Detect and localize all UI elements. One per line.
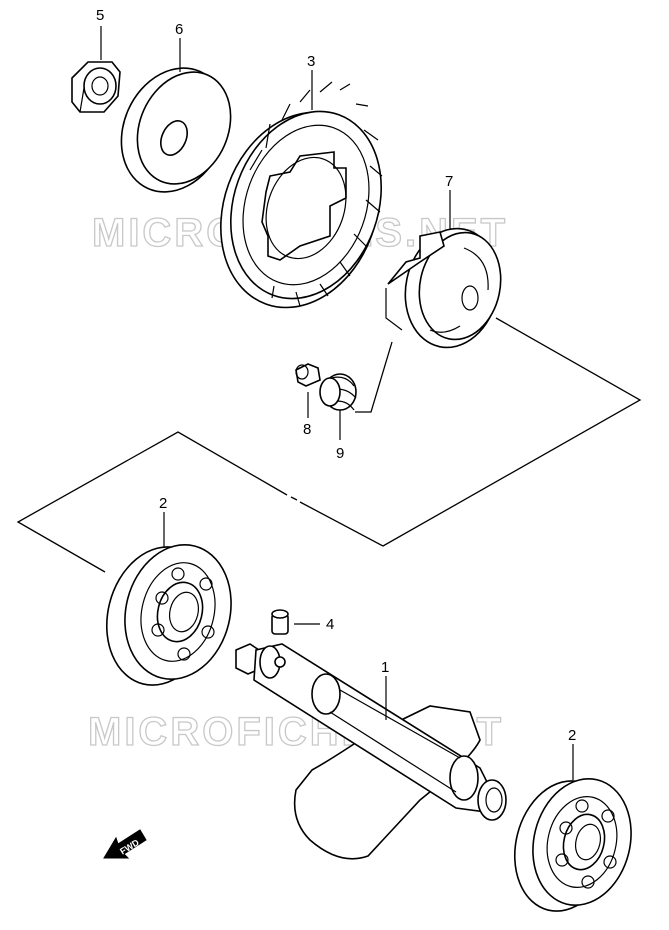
part-8-pin bbox=[295, 363, 321, 387]
assembly-outline bbox=[16, 317, 642, 573]
callout-3: 3 bbox=[307, 53, 315, 70]
part-9-spring bbox=[319, 373, 357, 411]
callout-7: 7 bbox=[445, 173, 453, 190]
part-5-nut bbox=[71, 61, 121, 113]
callout-8: 8 bbox=[303, 421, 311, 438]
leader-lines bbox=[100, 26, 574, 780]
fwd-arrow: FWD bbox=[103, 829, 147, 859]
callout-1: 1 bbox=[381, 659, 389, 676]
callout-4: 4 bbox=[326, 616, 334, 633]
callout-2-right: 2 bbox=[568, 727, 576, 744]
part-1-shaft bbox=[235, 643, 507, 860]
part-2-bearing-left bbox=[105, 544, 232, 686]
callout-5: 5 bbox=[96, 7, 104, 24]
part-2-bearing-right bbox=[513, 778, 632, 912]
callouts: 5 6 3 7 8 9 2 4 1 2 bbox=[96, 7, 576, 744]
part-7-cam bbox=[385, 227, 502, 349]
part-6-washer bbox=[120, 67, 232, 193]
callout-6: 6 bbox=[175, 21, 183, 38]
part-4-dowel bbox=[271, 609, 289, 635]
callout-9: 9 bbox=[336, 445, 344, 462]
part-3-gear bbox=[220, 81, 383, 309]
fwd-arrow-icon bbox=[103, 829, 147, 859]
callout-2-left: 2 bbox=[159, 495, 167, 512]
